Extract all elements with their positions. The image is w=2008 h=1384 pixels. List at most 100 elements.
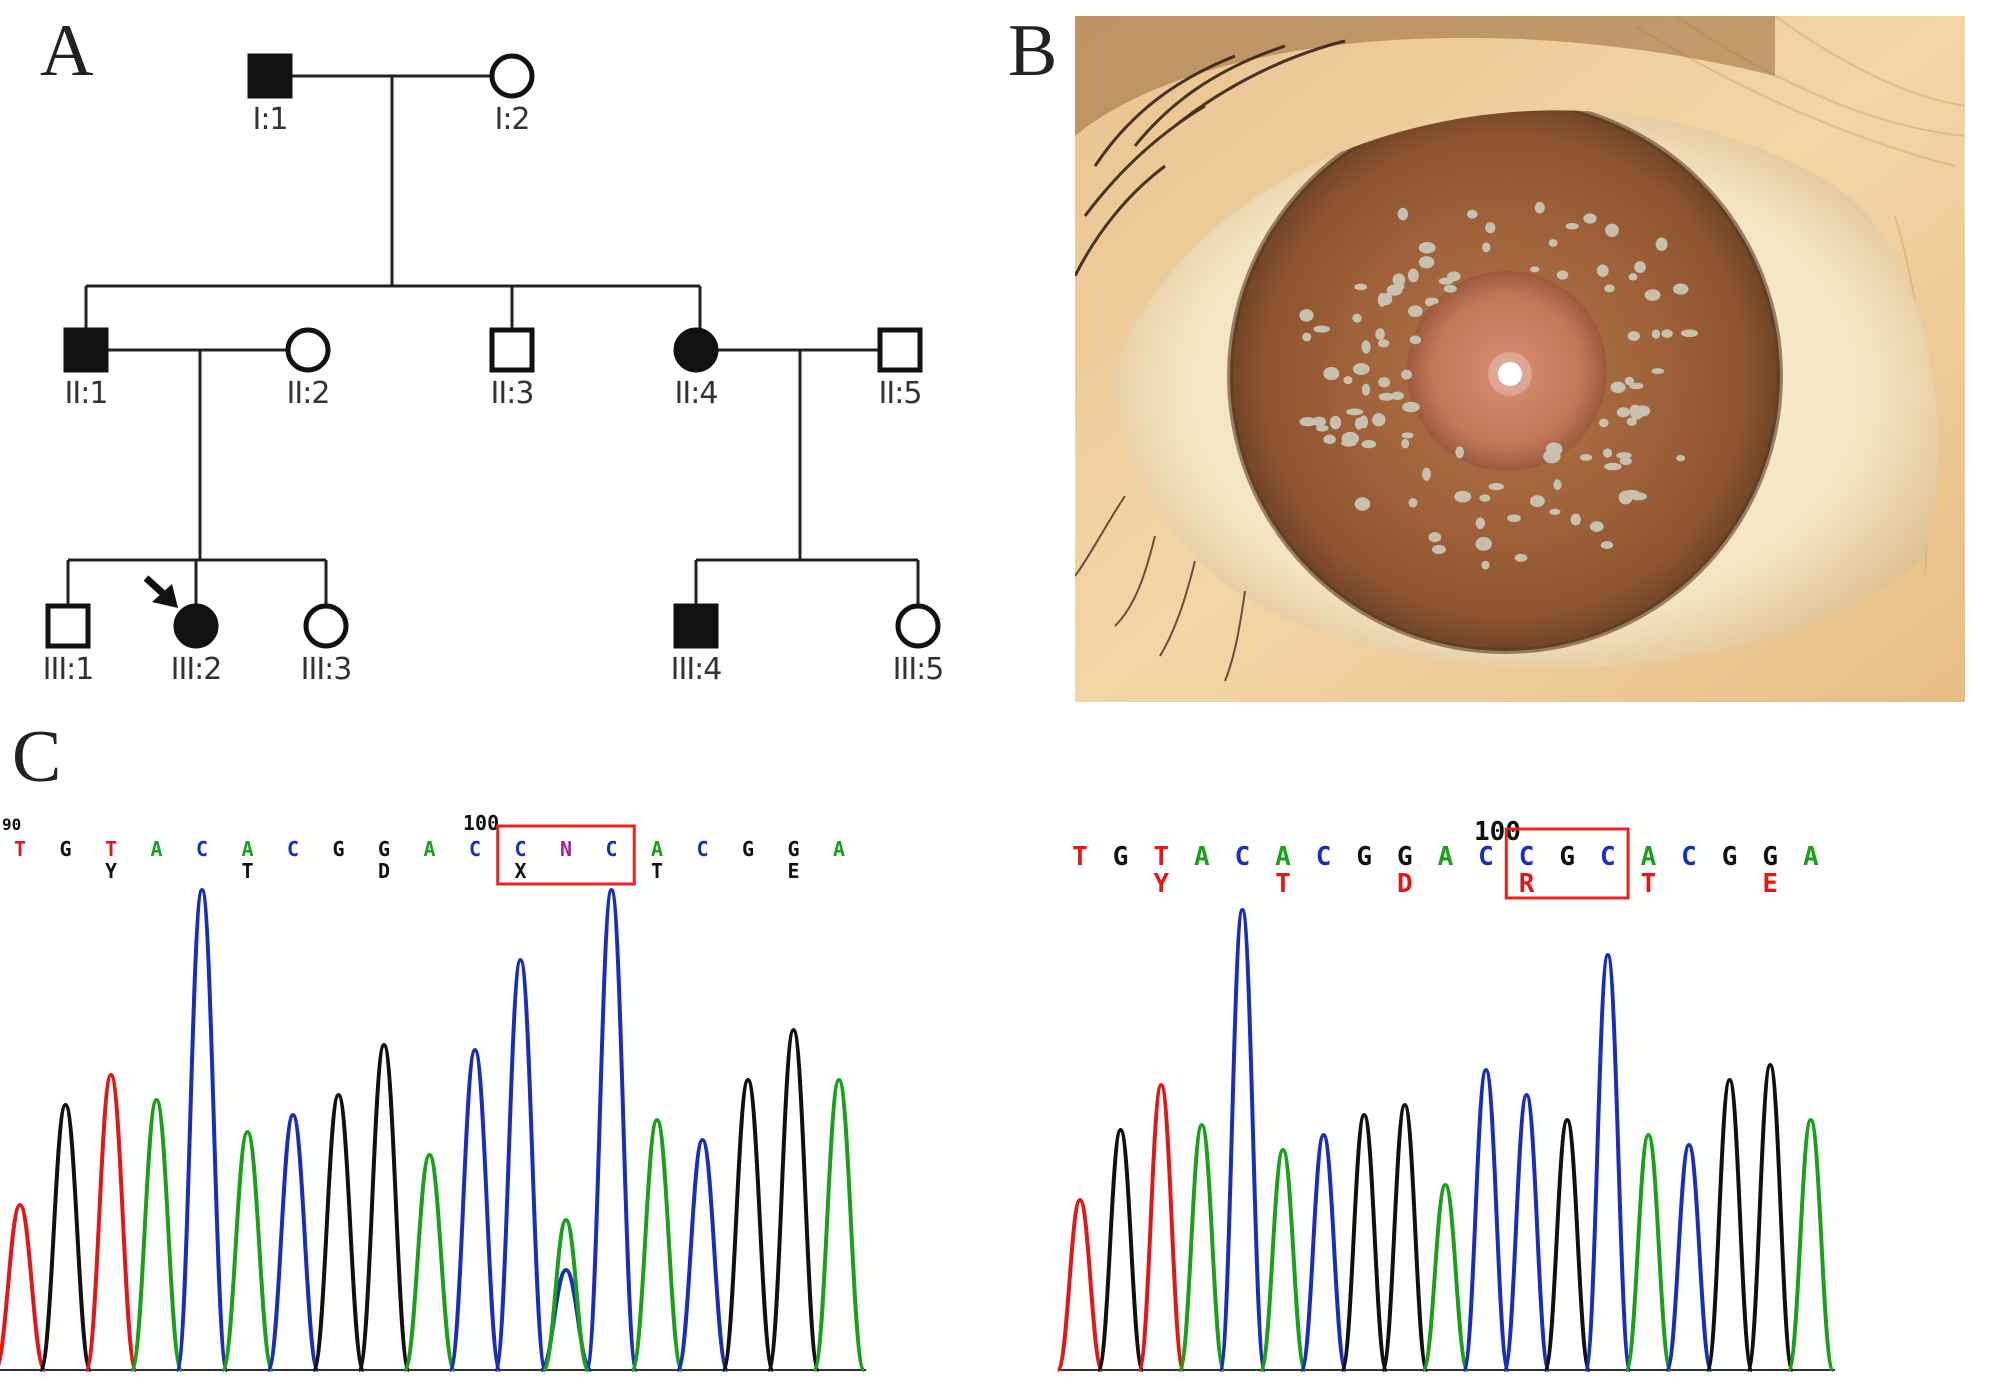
opacity-dot — [1323, 434, 1336, 445]
opacity-dot — [1391, 391, 1404, 401]
panel-label-b: B — [1008, 10, 1058, 92]
opacity-dot — [1312, 416, 1327, 427]
eye-photograph — [1075, 16, 1965, 702]
base-call: C — [1478, 842, 1494, 872]
trace-peak — [1705, 1077, 1754, 1372]
pedigree-label: I:2 — [494, 102, 530, 137]
base-call: C — [196, 837, 208, 861]
trace-peak — [1502, 1092, 1551, 1372]
opacity-dot — [1361, 440, 1377, 449]
pedigree-symbol-i-1 — [247, 53, 293, 99]
opacity-dot — [1549, 508, 1561, 515]
base-call: A — [1803, 842, 1819, 872]
ambiguity-code: E — [787, 859, 799, 883]
opacity-dot — [1352, 313, 1362, 323]
trace-peak — [1055, 1197, 1105, 1372]
ambiguity-code: T — [1641, 869, 1657, 899]
pedigree-label: I:1 — [252, 102, 288, 137]
base-call: C — [1681, 842, 1697, 872]
opacity-dot — [1443, 284, 1457, 293]
trace-peak — [402, 1152, 457, 1372]
opacity-dot — [1680, 329, 1699, 338]
opacity-dot — [1616, 452, 1632, 459]
pedigree-symbol-i-2 — [489, 53, 535, 99]
opacity-dot — [1372, 413, 1386, 427]
opacity-dot — [1408, 497, 1418, 508]
opacity-dot — [1407, 268, 1419, 283]
opacity-dot — [1375, 328, 1385, 341]
trace-peak — [129, 1097, 184, 1372]
base-call: T — [14, 837, 26, 861]
trace-peak — [1096, 1127, 1145, 1372]
opacity-dot — [1377, 339, 1390, 348]
base-call: A — [833, 837, 845, 861]
base-call: A — [1275, 842, 1291, 872]
opacity-dot — [1329, 415, 1342, 430]
base-call: G — [1397, 842, 1413, 872]
opacity-dot — [1596, 264, 1609, 277]
base-call: C — [287, 837, 299, 861]
trace-peak — [766, 1027, 821, 1372]
base-call: C — [514, 837, 526, 861]
opacity-dot — [1352, 363, 1370, 375]
opacity-dot — [1644, 289, 1661, 301]
pedigree-label: III:4 — [670, 652, 723, 687]
opacity-dot — [1570, 513, 1581, 526]
opacity-dot — [1354, 283, 1368, 291]
opacity-dot — [1488, 483, 1504, 491]
base-call: C — [1519, 842, 1535, 872]
trace-peak — [1461, 1067, 1511, 1372]
trace-peak — [1664, 1142, 1714, 1372]
opacity-dot — [1475, 517, 1485, 530]
base-call: A — [241, 837, 253, 861]
opacity-dot — [1299, 309, 1314, 322]
pedigree-label: III:2 — [170, 652, 223, 687]
pedigree-symbols — [45, 53, 941, 649]
start-position: 90 — [2, 815, 21, 834]
base-call: A — [1194, 842, 1210, 872]
base-call: T — [1072, 842, 1088, 872]
pedigree-symbol-iii-3 — [303, 603, 349, 649]
pedigree-label: II:1 — [64, 376, 109, 411]
opacity-dot — [1438, 277, 1454, 285]
opacity-dot — [1397, 207, 1409, 221]
opacity-dot — [1619, 457, 1632, 466]
pedigree-symbol-ii-3 — [489, 327, 535, 373]
ambiguity-code: R — [1519, 869, 1535, 899]
trace-peak — [0, 1202, 47, 1372]
base-call: G — [1559, 842, 1575, 872]
opacity-dot — [1401, 432, 1414, 439]
opacity-dot — [1354, 497, 1371, 511]
opacity-dot — [1485, 222, 1496, 234]
opacity-dot — [1651, 368, 1665, 375]
base-call: C — [1316, 842, 1332, 872]
opacity-dot — [1624, 376, 1635, 386]
pedigree-symbol-ii-4 — [673, 327, 719, 373]
base-call: G — [1356, 842, 1372, 872]
opacity-dot — [1346, 408, 1364, 416]
pedigree-symbol-ii-5 — [877, 327, 923, 373]
opacity-dot — [1553, 479, 1562, 491]
ambiguity-code: T — [651, 859, 663, 883]
ambiguity-code: T — [241, 859, 253, 883]
opacity-dot — [1481, 560, 1490, 570]
pedigree-symbol-iii-4 — [673, 603, 719, 649]
trace-peak — [1786, 1117, 1836, 1372]
trace-peak — [1177, 1122, 1227, 1372]
opacity-dot — [1676, 454, 1686, 462]
pedigree-symbol-iii-1 — [45, 603, 91, 649]
opacity-dot — [1548, 239, 1558, 247]
opacity-dot — [1422, 467, 1431, 481]
opacity-dot — [1377, 292, 1387, 307]
opacity-dot — [1600, 541, 1614, 550]
pedigree-label: III:1 — [42, 652, 95, 687]
pedigree-label: III:5 — [892, 652, 945, 687]
opacity-dot — [1604, 284, 1615, 293]
ambiguity-code: D — [1397, 869, 1413, 899]
base-call: G — [742, 837, 754, 861]
opacity-dot — [1661, 329, 1673, 338]
opacity-dot — [1629, 382, 1644, 390]
trace-peak — [812, 1077, 866, 1372]
pedigree-symbol-ii-2 — [285, 327, 331, 373]
